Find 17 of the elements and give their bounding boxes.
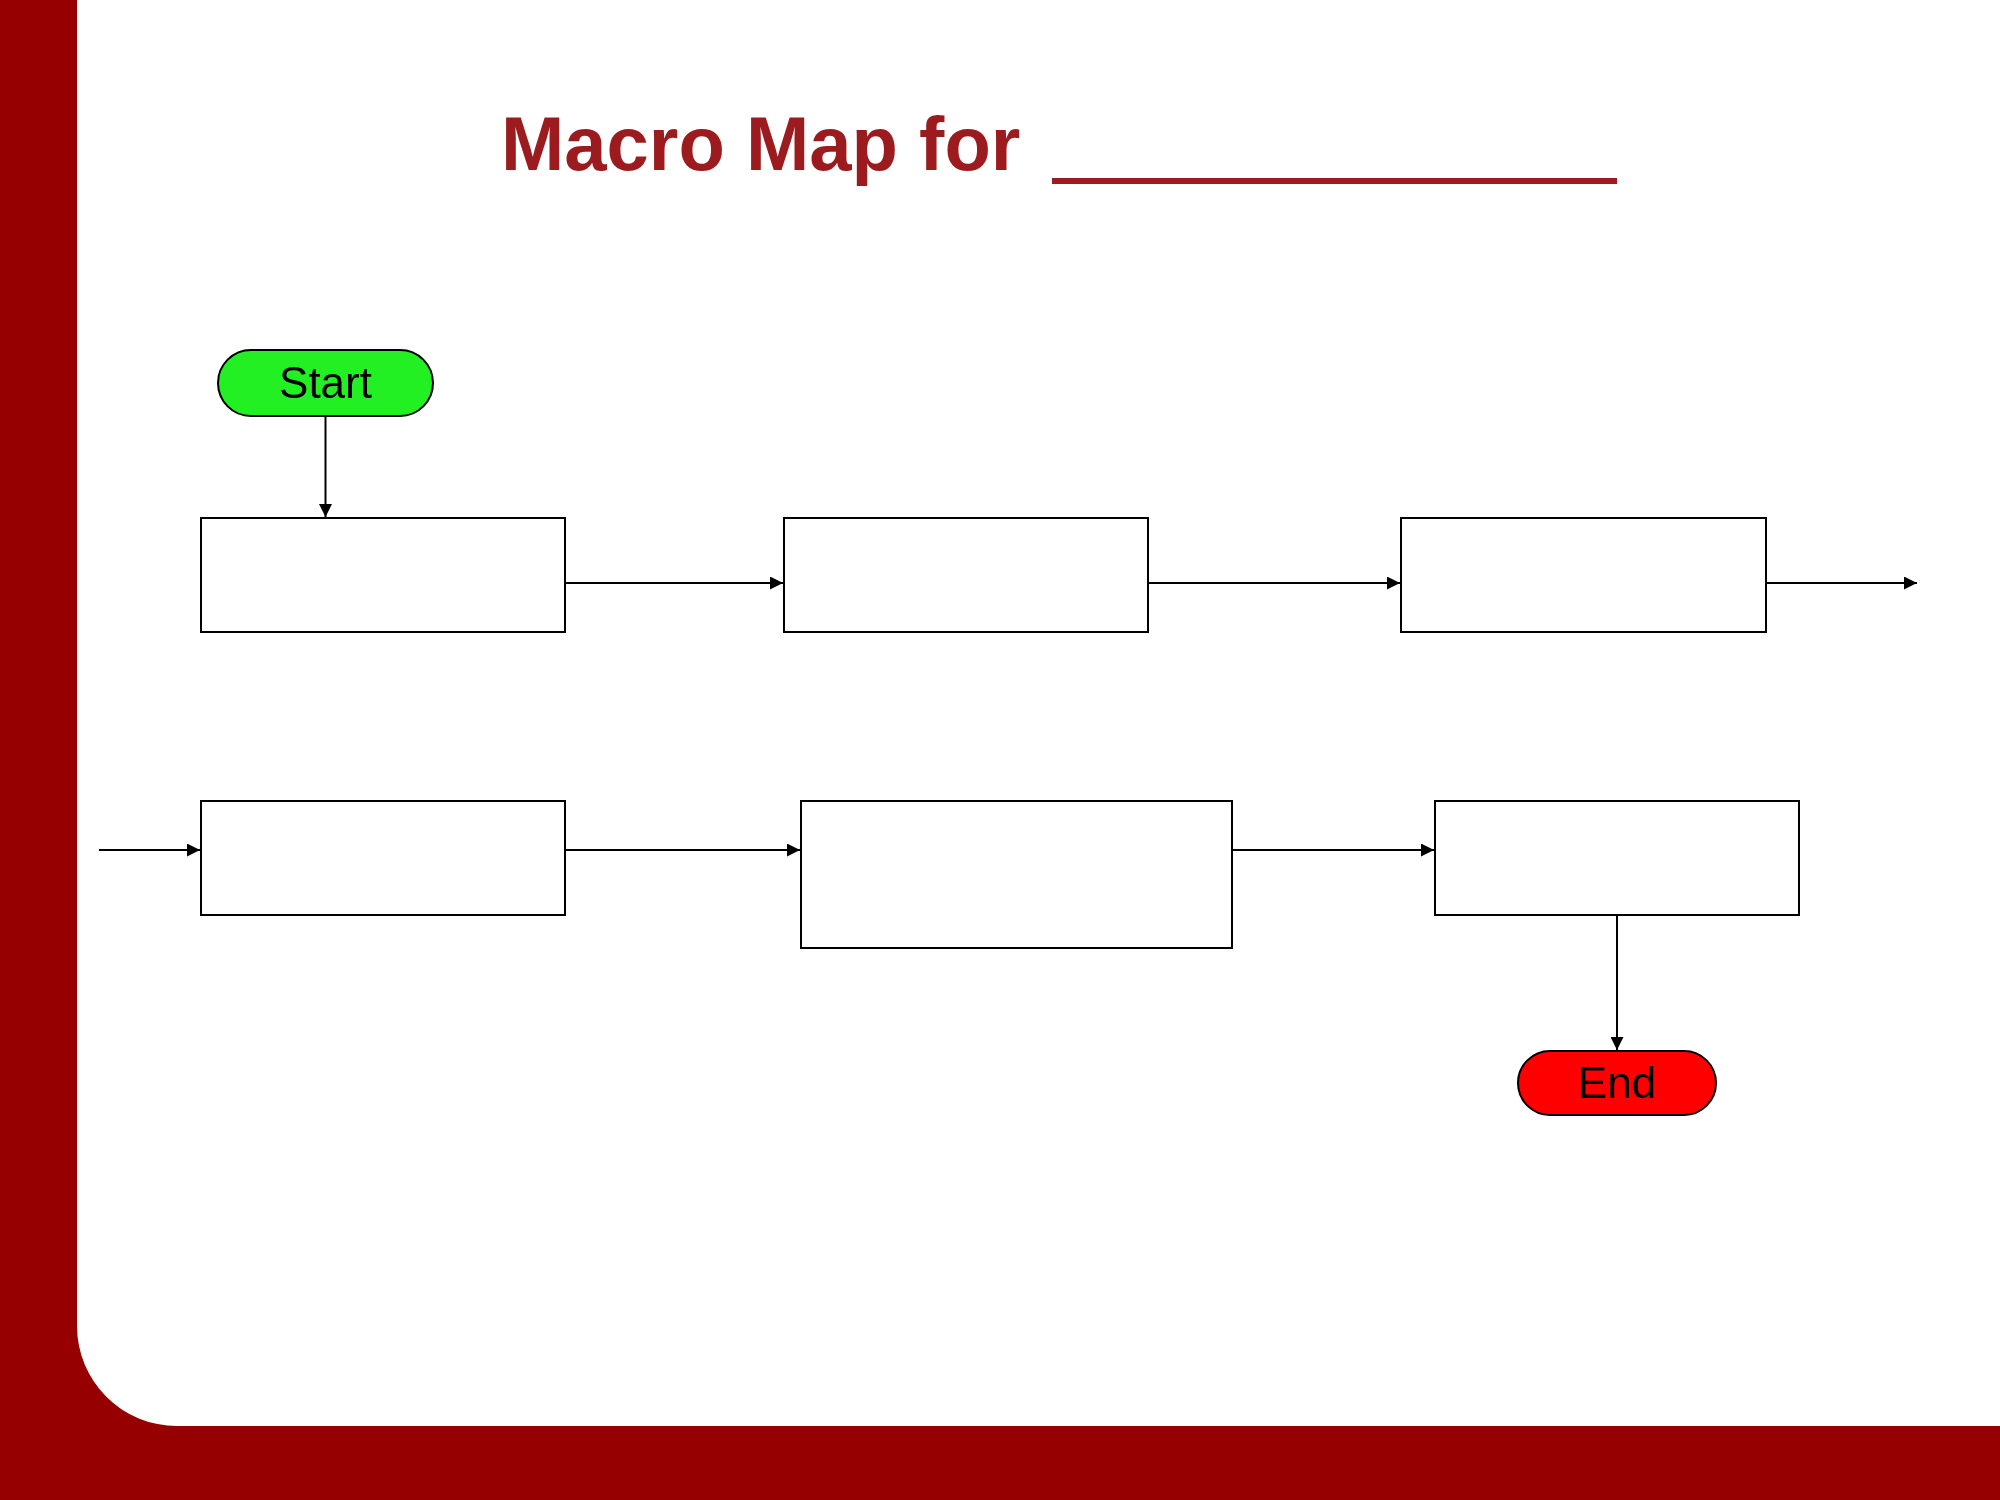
process-box (783, 517, 1149, 633)
terminal-label: Start (279, 358, 372, 408)
arrow (98, 843, 201, 857)
arrow (565, 843, 801, 857)
arrow (1232, 843, 1435, 857)
arrow (565, 576, 784, 590)
process-box (1434, 800, 1800, 916)
arrow (1766, 576, 1918, 590)
title: Macro Map for (501, 100, 1021, 187)
arrow (1148, 576, 1401, 590)
process-box (800, 800, 1233, 949)
arrow (1610, 915, 1624, 1051)
terminal-label: End (1577, 1058, 1657, 1108)
process-box (1400, 517, 1767, 633)
process-box (200, 517, 566, 633)
arrow (319, 416, 332, 518)
process-box (200, 800, 566, 916)
